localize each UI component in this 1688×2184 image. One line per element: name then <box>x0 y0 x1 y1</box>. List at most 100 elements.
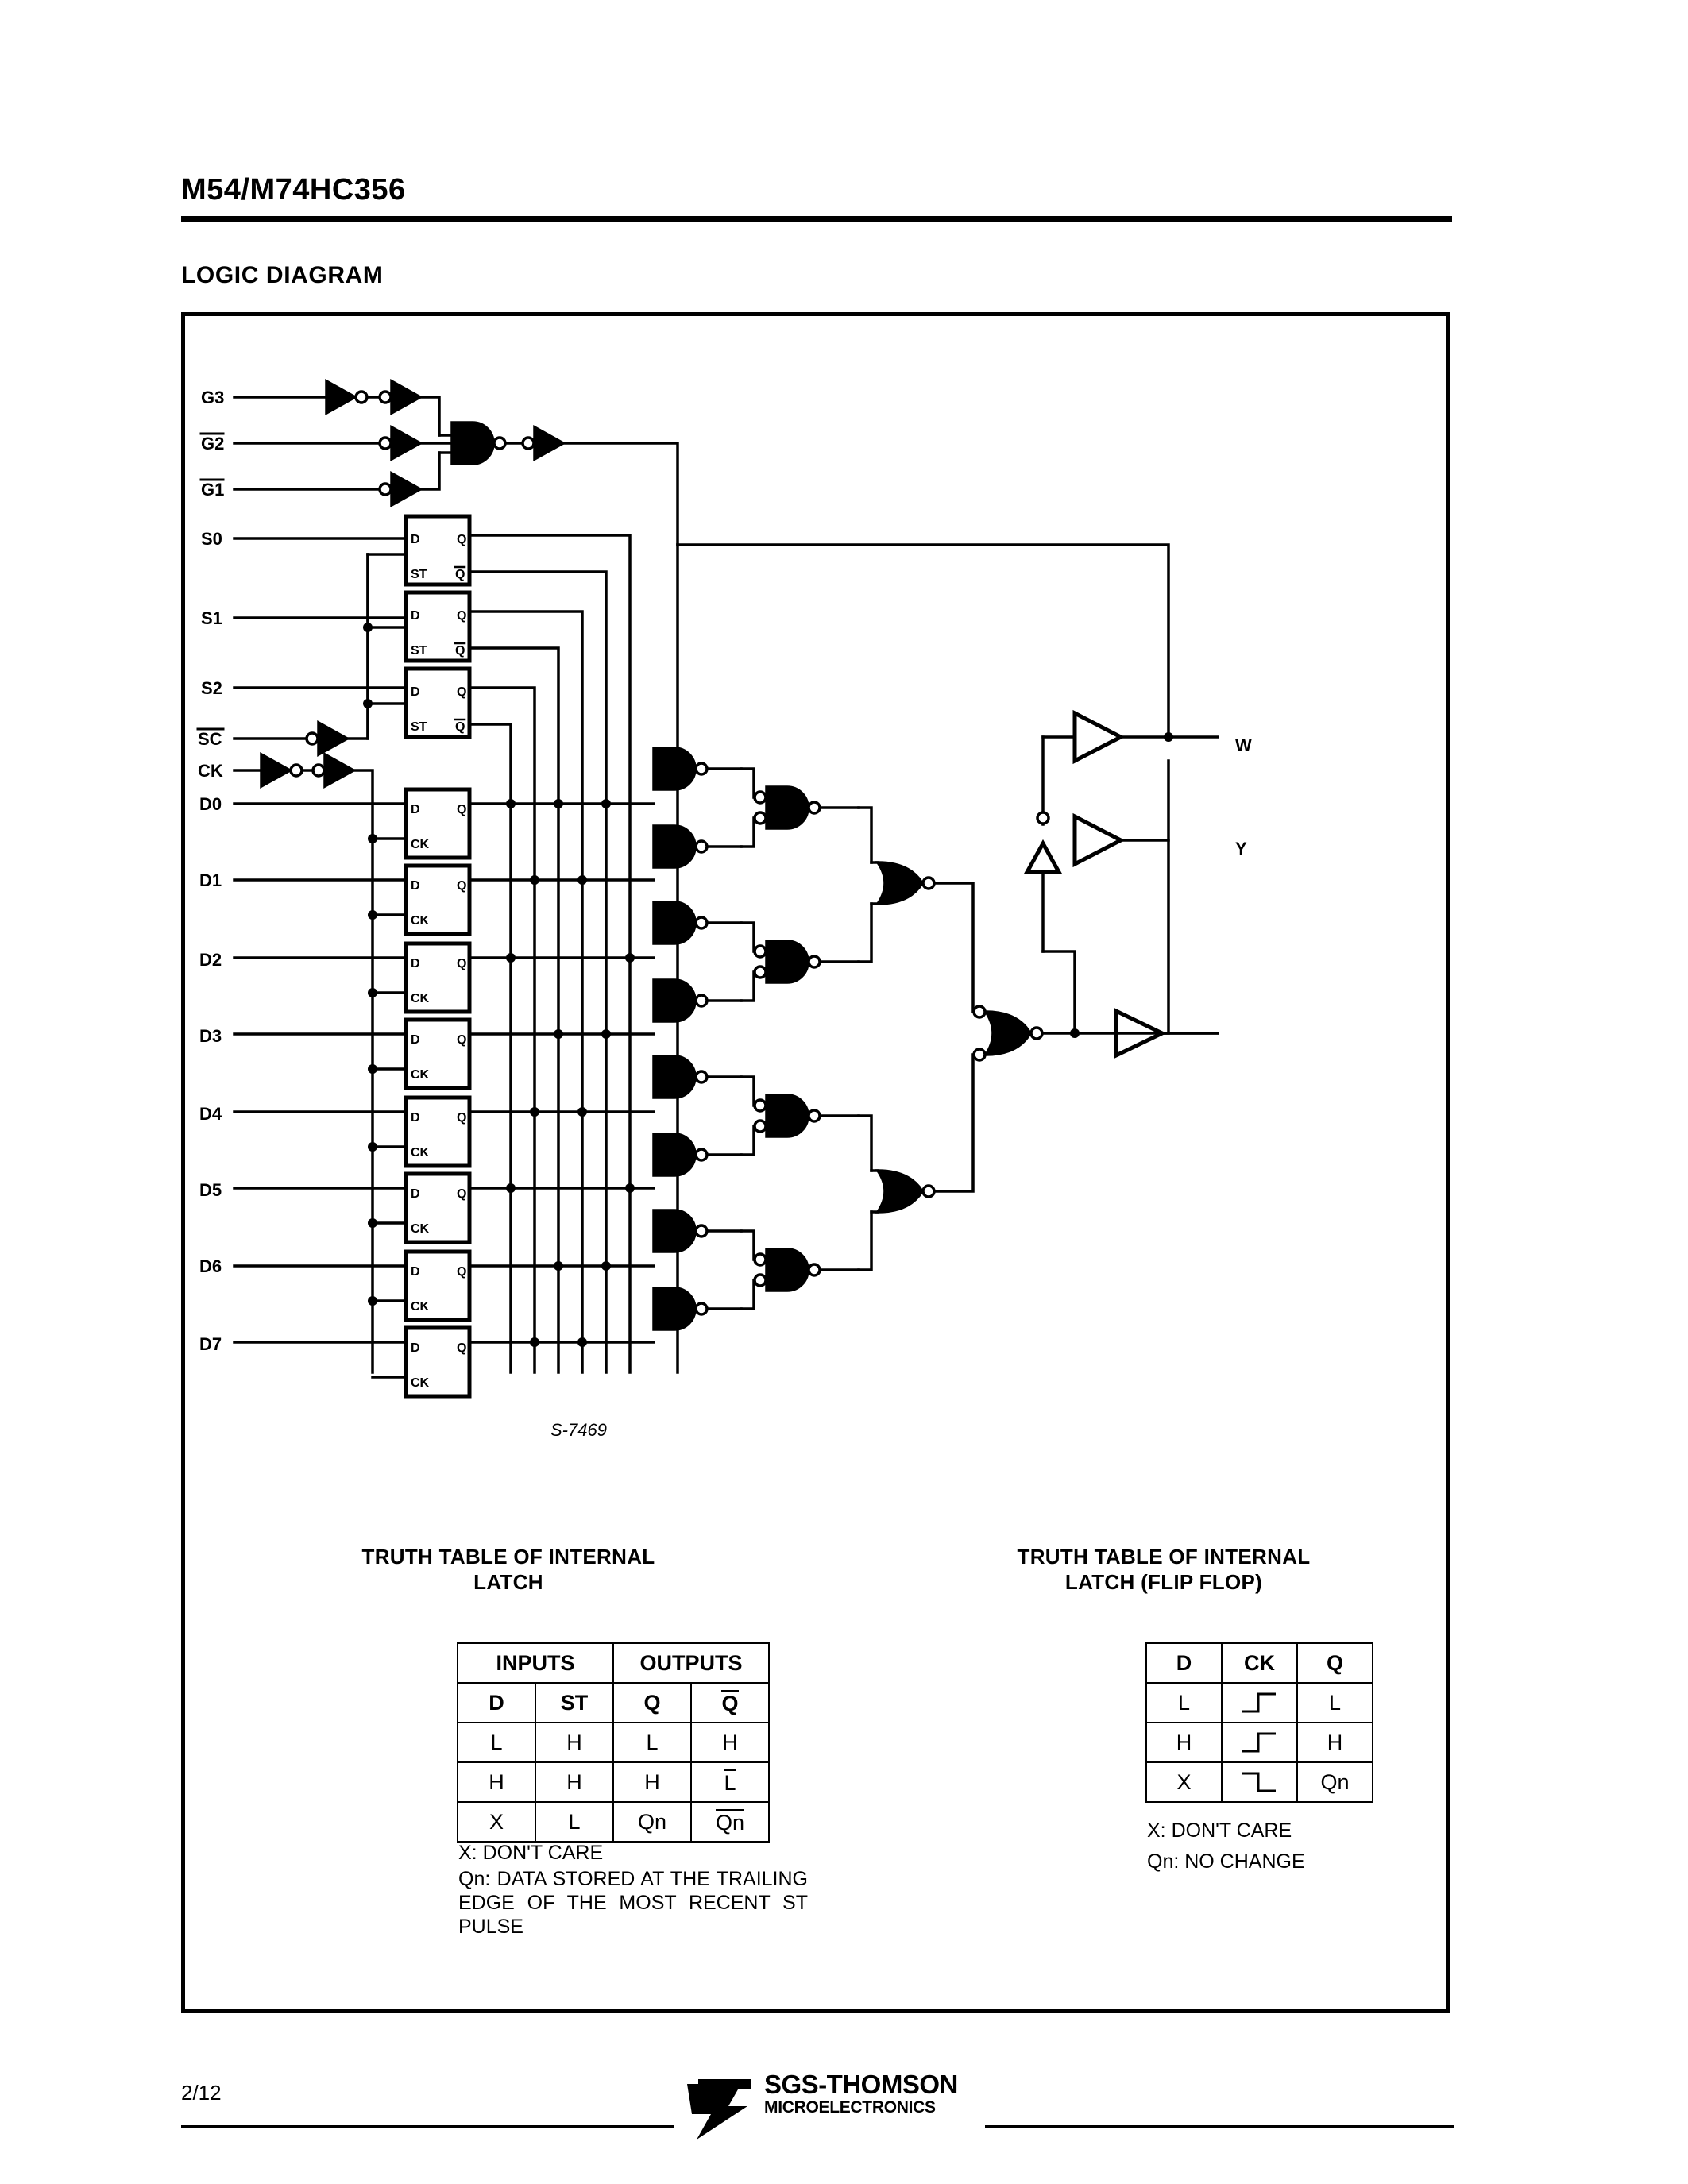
tt-cell: X <box>457 1801 536 1843</box>
table-row: H H <box>1145 1722 1373 1763</box>
input-label-g3: G3 <box>201 388 224 407</box>
svg-text:CK: CK <box>411 914 430 928</box>
table-row: L H L H <box>457 1722 770 1763</box>
tt-ff-note-qn: Qn: NO CHANGE <box>1147 1850 1305 1873</box>
svg-text:Q: Q <box>457 957 466 970</box>
svg-text:Q: Q <box>457 1265 466 1279</box>
svg-text:Q: Q <box>457 1111 466 1125</box>
tt-ff-col-q: Q <box>1296 1642 1373 1684</box>
table-row: INPUTS OUTPUTS <box>457 1642 770 1684</box>
output-label-y: Y <box>1235 839 1247 859</box>
truth-table-flipflop: D CK Q L L H H X <box>1145 1642 1373 1803</box>
brand-name: SGS-THOMSON <box>764 2070 958 2099</box>
tt-cell: H <box>1145 1722 1223 1763</box>
output-label-w: W <box>1235 735 1252 755</box>
tt-ff-col-ck: CK <box>1221 1642 1298 1684</box>
tt-latch-title-line1: TRUTH TABLE OF INTERNAL <box>361 1545 655 1569</box>
svg-text:D: D <box>411 609 420 623</box>
falling-edge-icon <box>1238 1769 1282 1796</box>
tt-latch-title-line2: LATCH <box>473 1569 543 1594</box>
rising-edge-icon <box>1238 1729 1282 1756</box>
svg-text:Q: Q <box>457 533 466 546</box>
tt-cell: Qn <box>690 1801 770 1843</box>
tt-cell: L <box>1296 1682 1373 1723</box>
input-label-d5: D5 <box>199 1180 222 1200</box>
truth-table-latch-title: TRUTH TABLE OF INTERNAL LATCH <box>246 1545 771 1595</box>
input-label-d7: D7 <box>199 1334 222 1354</box>
svg-text:Q: Q <box>455 720 465 734</box>
svg-text:Q: Q <box>457 879 466 893</box>
svg-text:D: D <box>411 1187 420 1201</box>
svg-text:CK: CK <box>411 1222 430 1236</box>
tt-cell: L <box>457 1722 536 1763</box>
input-label-d3: D3 <box>199 1026 222 1046</box>
input-label-s1: S1 <box>201 608 222 628</box>
tt-cell: H <box>612 1761 692 1803</box>
page-number: 2/12 <box>181 2081 222 2105</box>
svg-text:CK: CK <box>411 838 430 851</box>
tt-cell: Qn <box>612 1801 692 1843</box>
tt-cell: L <box>1145 1682 1223 1723</box>
tt-ff-title-line2: LATCH (FLIP FLOP) <box>1064 1569 1263 1594</box>
svg-text:ST: ST <box>411 644 427 658</box>
truth-table-latch: INPUTS OUTPUTS D ST Q Q L H L H H H H L … <box>457 1642 770 1843</box>
svg-text:Q: Q <box>457 1187 466 1201</box>
svg-text:Q: Q <box>457 609 466 623</box>
brand-subtitle: MICROELECTRONICS <box>764 2098 936 2116</box>
tt-cell: H <box>457 1761 536 1803</box>
input-label-s2: S2 <box>201 678 222 698</box>
tt-ff-note-x: X: DON'T CARE <box>1147 1819 1292 1842</box>
svg-text:D: D <box>411 957 420 970</box>
header-divider <box>181 216 1452 222</box>
table-row: X L Qn Qn <box>457 1801 770 1843</box>
table-row: D ST Q Q <box>457 1682 770 1723</box>
input-label-s0: S0 <box>201 529 222 549</box>
svg-text:D: D <box>411 685 420 699</box>
svg-text:D: D <box>411 803 420 816</box>
logic-diagram: G3 G2 G1 S0 S1 S2 SC CK D0 D1 D2 D3 D4 D… <box>196 379 1252 1440</box>
brand-text: SGS-THOMSON MICROELECTRONICS <box>764 2071 958 2116</box>
tt-ff-col-d: D <box>1145 1642 1223 1684</box>
svg-text:Q: Q <box>457 803 466 816</box>
tt-cell: H <box>690 1722 770 1763</box>
svg-text:Q: Q <box>457 685 466 699</box>
tt-latch-col-st: ST <box>535 1682 614 1723</box>
tt-ff-title-line1: TRUTH TABLE OF INTERNAL <box>1017 1545 1311 1569</box>
svg-text:Q: Q <box>457 1341 466 1355</box>
tt-latch-group-inputs: INPUTS <box>457 1642 614 1684</box>
table-row: D CK Q <box>1145 1642 1373 1684</box>
input-label-d4: D4 <box>199 1104 222 1124</box>
tt-cell: Qn <box>1296 1761 1373 1803</box>
input-label-g2: G2 <box>201 434 224 453</box>
page-title: M54/M74HC356 <box>181 173 406 206</box>
footer-divider-left <box>181 2125 674 2128</box>
svg-text:Q: Q <box>455 644 465 658</box>
table-row: L L <box>1145 1682 1373 1723</box>
svg-text:D: D <box>411 1265 420 1279</box>
tt-latch-col-q: Q <box>612 1682 692 1723</box>
svg-text:ST: ST <box>411 568 427 581</box>
svg-text:D: D <box>411 879 420 893</box>
logic-diagram-frame: G3 G2 G1 S0 S1 S2 SC CK D0 D1 D2 D3 D4 D… <box>181 312 1450 2013</box>
tt-latch-col-qbar: Q <box>690 1682 770 1723</box>
table-row: X Qn <box>1145 1761 1373 1803</box>
input-label-d2: D2 <box>199 950 222 970</box>
drawing-reference: S-7469 <box>550 1420 607 1440</box>
tt-cell: H <box>1296 1722 1373 1763</box>
svg-text:CK: CK <box>411 1300 430 1314</box>
svg-text:CK: CK <box>411 1068 430 1082</box>
input-label-g1: G1 <box>201 480 224 500</box>
svg-text:D: D <box>411 1341 420 1355</box>
tt-cell-clock-edge <box>1221 1722 1298 1763</box>
svg-text:Q: Q <box>455 568 465 581</box>
table-row: H H H L <box>457 1761 770 1803</box>
svg-text:ST: ST <box>411 720 427 734</box>
svg-text:CK: CK <box>411 1146 430 1160</box>
footer-divider-right <box>985 2125 1454 2128</box>
svg-text:D: D <box>411 533 420 546</box>
input-label-ck: CK <box>198 761 223 781</box>
tt-cell-clock-edge <box>1221 1761 1298 1803</box>
tt-cell: L <box>612 1722 692 1763</box>
svg-text:D: D <box>411 1111 420 1125</box>
